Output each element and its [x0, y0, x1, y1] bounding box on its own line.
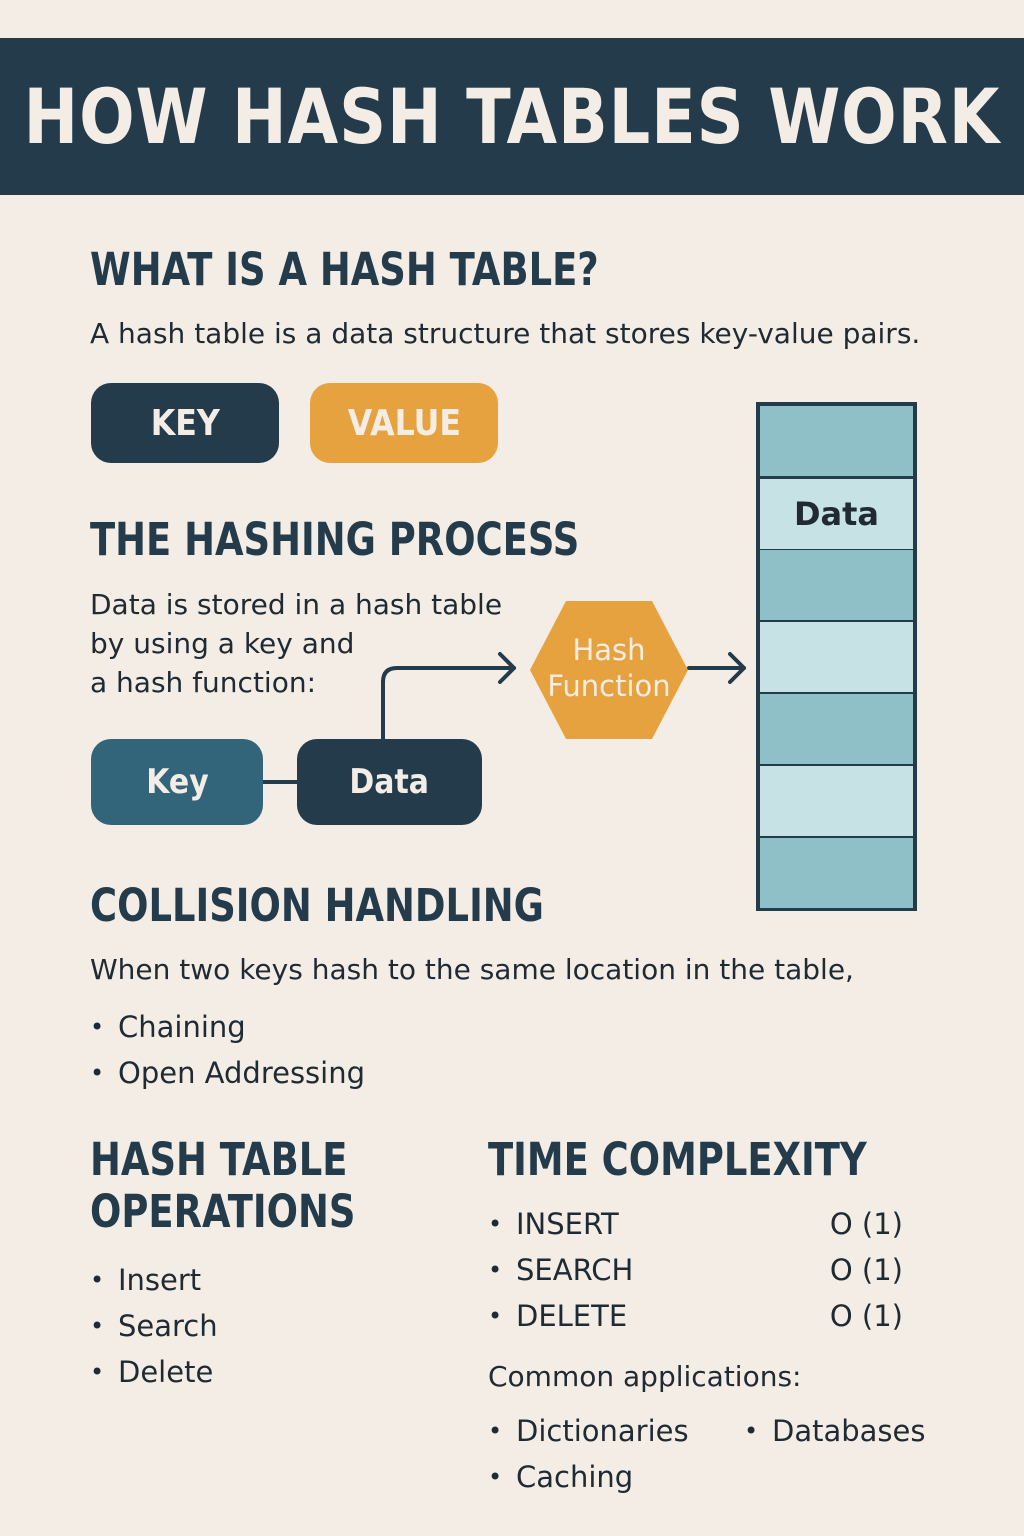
list-item: Search [90, 1303, 218, 1349]
table-slot [760, 766, 913, 836]
value-pill: VALUE [310, 383, 498, 463]
hash-function-label: Hash Function [530, 632, 688, 704]
complexity-op: SEARCH [516, 1253, 634, 1287]
complexity-op: INSERT [516, 1207, 619, 1241]
hash-label-line: Function [547, 669, 671, 703]
applications-list: Dictionaries Caching [488, 1408, 689, 1500]
what-description: A hash table is a data structure that st… [90, 317, 921, 350]
list-item: Chaining [90, 1004, 365, 1050]
applications-list-right: Databases [744, 1408, 925, 1454]
process-line: by using a key and [90, 627, 355, 660]
list-item: Dictionaries [488, 1408, 689, 1454]
collision-description: When two keys hash to the same location … [90, 953, 854, 986]
operations-heading-line: HASH TABLE [90, 1133, 348, 1186]
data-to-hash-arrowhead [498, 652, 516, 684]
complexity-list: INSERT O (1) SEARCH O (1) DELETE O (1) [488, 1201, 903, 1339]
table-slot [760, 406, 913, 476]
process-description: Data is stored in a hash table by using … [90, 585, 502, 702]
complexity-cost: O (1) [829, 1253, 903, 1287]
data-box: Data [297, 739, 482, 825]
operations-heading-line: OPERATIONS [90, 1185, 356, 1238]
hash-function-hexagon [530, 601, 688, 739]
collision-heading: COLLISION HANDLING [90, 879, 544, 932]
hash-to-table-arrowhead [728, 652, 746, 684]
table-slot-label: Data [793, 495, 880, 533]
operations-list: Insert Search Delete [90, 1257, 218, 1395]
operations-heading: HASH TABLE OPERATIONS [90, 1134, 414, 1238]
key-pill-label: KEY [150, 402, 220, 444]
key-pill: KEY [91, 383, 279, 463]
process-line: a hash function: [90, 666, 317, 699]
complexity-op: DELETE [516, 1299, 628, 1333]
process-line: Data is stored in a hash table [90, 588, 503, 621]
data-box-label: Data [349, 762, 430, 802]
list-item: Delete [90, 1349, 218, 1395]
what-heading: WHAT IS A HASH TABLE? [90, 243, 599, 296]
hash-label-line: Hash [572, 633, 646, 667]
table-slot [760, 838, 913, 908]
table-slot [760, 694, 913, 764]
collision-list: Chaining Open Addressing [90, 1004, 365, 1096]
list-item: Open Addressing [90, 1050, 365, 1096]
complexity-row: INSERT O (1) [488, 1201, 903, 1247]
complexity-heading: TIME COMPLEXITY [488, 1133, 867, 1186]
table-slot [760, 622, 913, 692]
list-item: Caching [488, 1454, 689, 1500]
table-slot-filled: Data [760, 479, 913, 549]
list-item: Databases [744, 1408, 925, 1454]
complexity-row: DELETE O (1) [488, 1293, 903, 1339]
list-item: Insert [90, 1257, 218, 1303]
complexity-row: SEARCH O (1) [488, 1247, 903, 1293]
title-banner: HOW HASH TABLES WORK [0, 38, 1024, 195]
applications-label: Common applications: [488, 1360, 802, 1393]
key-box-label: Key [145, 762, 209, 802]
value-pill-label: VALUE [347, 402, 461, 444]
data-to-hash-arrow [381, 666, 516, 742]
complexity-cost: O (1) [829, 1207, 903, 1241]
table-slot [760, 550, 913, 620]
complexity-cost: O (1) [829, 1299, 903, 1333]
page-title: HOW HASH TABLES WORK [23, 72, 1001, 161]
process-heading: THE HASHING PROCESS [90, 513, 580, 566]
key-box: Key [91, 739, 263, 825]
